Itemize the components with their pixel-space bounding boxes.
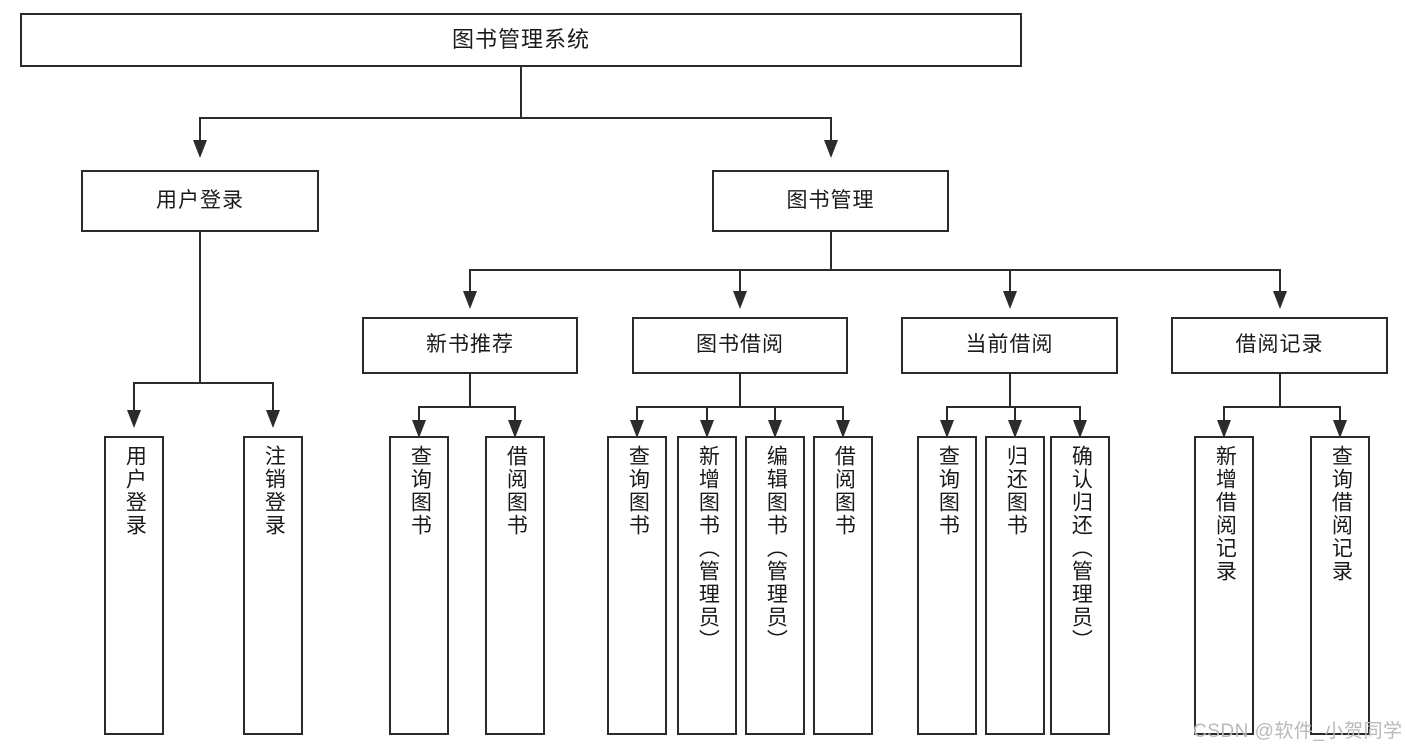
leaf-query-book-borrow[interactable]: 查询图书	[607, 436, 667, 735]
leaf-label: 借阅图书	[832, 445, 856, 537]
arrowhead-cb-leaf-2	[1008, 420, 1022, 438]
node-current-borrow[interactable]: 当前借阅	[901, 317, 1118, 374]
leaf-query-book-current[interactable]: 查询图书	[917, 436, 977, 735]
leaf-label: 新增借阅记录	[1213, 445, 1237, 583]
arrowhead-book-borrow	[733, 291, 747, 309]
connector-user-login-bus	[133, 382, 273, 384]
connector-new-book-stem	[469, 374, 471, 408]
leaf-add-borrow-record[interactable]: 新增借阅记录	[1194, 436, 1254, 735]
arrowhead-to-book-management	[824, 140, 838, 158]
arrowhead-br-leaf-1	[1217, 420, 1231, 438]
connector-bb-to-leaf-4	[842, 406, 844, 424]
connector-new-book-bus	[418, 406, 516, 408]
connector-user-login-to-leaf-1	[133, 382, 135, 412]
leaf-label: 编辑图书（管理员）	[764, 445, 788, 652]
connector-new-book-to-leaf-2	[514, 406, 516, 424]
connector-br-to-leaf-2	[1339, 406, 1341, 424]
connector-cb-to-leaf-3	[1079, 406, 1081, 424]
connector-borrow-record-stem	[1279, 374, 1281, 408]
connector-bb-to-leaf-2	[706, 406, 708, 424]
node-label: 新书推荐	[426, 333, 514, 357]
leaf-label: 归还图书	[1004, 445, 1028, 537]
arrowhead-bb-leaf-1	[630, 420, 644, 438]
node-label: 图书管理	[786, 188, 875, 212]
connector-user-login-stem	[199, 232, 201, 384]
arrowhead-to-user-login	[193, 140, 207, 158]
leaf-label: 查询图书	[408, 445, 432, 537]
leaf-label: 查询图书	[936, 445, 960, 537]
leaf-label: 查询借阅记录	[1329, 445, 1353, 583]
connector-bm-to-current-borrow	[1009, 269, 1011, 293]
connector-bm-to-borrow-record	[1279, 269, 1281, 293]
node-borrow-record[interactable]: 借阅记录	[1171, 317, 1388, 374]
leaf-query-book-new-recommend[interactable]: 查询图书	[389, 436, 449, 735]
node-user-login[interactable]: 用户登录	[81, 170, 319, 232]
leaf-confirm-return-admin[interactable]: 确认归还（管理员）	[1050, 436, 1110, 735]
node-root-book-management-system[interactable]: 图书管理系统	[20, 13, 1022, 67]
node-new-book-recommend[interactable]: 新书推荐	[362, 317, 578, 374]
arrowhead-bb-leaf-2	[700, 420, 714, 438]
arrowhead-user-login-leaf-1	[127, 410, 141, 428]
leaf-label: 查询图书	[626, 445, 650, 537]
connector-bb-to-leaf-1	[636, 406, 638, 424]
leaf-label: 用户登录	[123, 445, 147, 537]
leaf-return-book[interactable]: 归还图书	[985, 436, 1045, 735]
connector-book-management-stem	[830, 232, 832, 271]
connector-bm-to-new-book	[469, 269, 471, 293]
node-book-borrow[interactable]: 图书借阅	[632, 317, 848, 374]
connector-cb-to-leaf-1	[946, 406, 948, 424]
node-label: 图书借阅	[696, 333, 784, 357]
arrowhead-cb-leaf-3	[1073, 420, 1087, 438]
leaf-label: 确认归还（管理员）	[1069, 445, 1093, 652]
connector-root-bus	[199, 117, 832, 119]
arrowhead-new-book-recommend	[463, 291, 477, 309]
arrowhead-current-borrow	[1003, 291, 1017, 309]
leaf-label: 注销登录	[262, 445, 286, 537]
arrowhead-br-leaf-2	[1333, 420, 1347, 438]
connector-current-borrow-stem	[1009, 374, 1011, 408]
arrowhead-borrow-record	[1273, 291, 1287, 309]
connector-book-management-bus	[469, 269, 1281, 271]
connector-book-borrow-stem	[739, 374, 741, 408]
node-label: 图书管理系统	[451, 27, 590, 53]
connector-borrow-record-bus	[1223, 406, 1340, 408]
leaf-query-borrow-record[interactable]: 查询借阅记录	[1310, 436, 1370, 735]
node-label: 当前借阅	[965, 333, 1054, 357]
node-label: 借阅记录	[1235, 333, 1324, 357]
node-book-management[interactable]: 图书管理	[712, 170, 949, 232]
connector-root-to-book-management	[830, 117, 832, 143]
connector-bm-to-book-borrow	[739, 269, 741, 293]
connector-current-borrow-bus	[946, 406, 1080, 408]
leaf-user-login[interactable]: 用户登录	[104, 436, 164, 735]
leaf-label: 借阅图书	[504, 445, 528, 537]
arrowhead-new-book-leaf-1	[412, 420, 426, 438]
leaf-borrow-book-new-recommend[interactable]: 借阅图书	[485, 436, 545, 735]
connector-cb-to-leaf-2	[1014, 406, 1016, 424]
arrowhead-bb-leaf-4	[836, 420, 850, 438]
arrowhead-user-login-leaf-2	[266, 410, 280, 428]
connector-new-book-to-leaf-1	[418, 406, 420, 424]
node-label: 用户登录	[156, 188, 244, 212]
leaf-borrow-book[interactable]: 借阅图书	[813, 436, 873, 735]
leaf-label: 新增图书（管理员）	[696, 445, 720, 652]
connector-br-to-leaf-1	[1223, 406, 1225, 424]
connector-root-stem	[520, 67, 522, 119]
connector-user-login-to-leaf-2	[272, 382, 274, 412]
leaf-edit-book-admin[interactable]: 编辑图书（管理员）	[745, 436, 805, 735]
connector-bb-to-leaf-3	[774, 406, 776, 424]
arrowhead-bb-leaf-3	[768, 420, 782, 438]
leaf-logout[interactable]: 注销登录	[243, 436, 303, 735]
connector-root-to-user-login	[199, 117, 201, 143]
arrowhead-cb-leaf-1	[940, 420, 954, 438]
arrowhead-new-book-leaf-2	[508, 420, 522, 438]
connector-book-borrow-bus	[636, 406, 842, 408]
leaf-add-book-admin[interactable]: 新增图书（管理员）	[677, 436, 737, 735]
